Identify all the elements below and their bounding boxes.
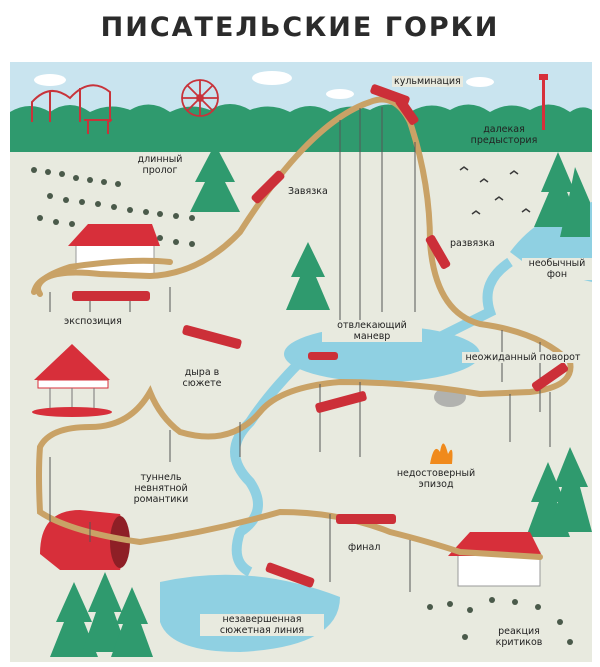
label-unexpected-twist: неожиданный поворот <box>462 352 584 363</box>
cloud-icon <box>252 71 292 85</box>
boat-icon <box>308 352 338 360</box>
coaster-car-icon <box>425 235 451 269</box>
tree-icon <box>111 587 153 657</box>
label-finale: финал <box>346 542 383 553</box>
tree-icon <box>82 572 128 652</box>
park-illustration <box>10 62 592 657</box>
coaster-car-icon <box>336 514 396 524</box>
forest-band <box>10 104 592 152</box>
label-unusual-background: необычный фон <box>522 258 592 280</box>
label-tunnel-romance: туннель невнятной романтики <box>114 472 208 505</box>
label-unfinished-plotline: незавершенная сюжетная линия <box>200 614 324 636</box>
bird-icon <box>471 210 481 215</box>
label-long-prologue: длинный пролог <box>128 154 192 176</box>
cloud-icon <box>34 74 66 86</box>
carousel-icon <box>32 344 112 417</box>
trees <box>50 144 592 657</box>
coaster-car-icon <box>182 325 242 349</box>
label-setup: Завязка <box>286 186 330 197</box>
page-title: ПИСАТЕЛЬСКИЕ ГОРКИ <box>100 12 500 43</box>
label-culmination: кульминация <box>392 76 463 87</box>
coaster-cars <box>72 84 569 588</box>
coaster-car-icon <box>251 170 285 204</box>
tree-icon <box>550 447 592 532</box>
label-plot-hole: дыра в сюжете <box>170 367 234 389</box>
coaster-car-icon <box>395 97 419 125</box>
coaster-car-icon <box>72 291 150 301</box>
cloud-icon <box>326 89 354 99</box>
cloud-icon <box>466 77 494 87</box>
background-coaster-icon <box>31 84 111 122</box>
stream <box>230 358 304 577</box>
label-distant-prehistory: далекая предыстория <box>470 124 538 146</box>
label-exposition: экспозиция <box>62 316 124 327</box>
birds <box>459 166 531 215</box>
tree-icon <box>190 144 240 212</box>
label-unreliable-episode: недостоверный эпизод <box>378 468 494 490</box>
coaster-track <box>31 96 574 560</box>
ferris-wheel-icon <box>181 79 219 117</box>
coaster-supports <box>49 107 551 592</box>
bird-icon <box>509 170 519 175</box>
tree-icon <box>286 242 330 310</box>
label-distracting-maneuver: отвлекающий маневр <box>322 320 422 342</box>
coaster-car-icon <box>265 562 315 588</box>
bird-icon <box>494 196 504 201</box>
coaster-car-icon <box>315 391 367 413</box>
tree-icon <box>560 167 590 237</box>
tree-icon <box>50 582 98 657</box>
gate-icon <box>84 119 112 134</box>
campfire-icon <box>430 387 466 464</box>
bird-icon <box>459 166 469 171</box>
bird-icon <box>479 178 489 183</box>
coaster-car-icon <box>531 362 569 392</box>
label-critics-reaction: реакция критиков <box>480 626 558 648</box>
crowd <box>31 167 573 645</box>
label-denouement: развязка <box>448 238 497 249</box>
amusement-park-map: кульминация далекая предыстория длинный … <box>10 62 592 662</box>
tower-icon <box>539 74 548 130</box>
bird-icon <box>521 208 531 213</box>
